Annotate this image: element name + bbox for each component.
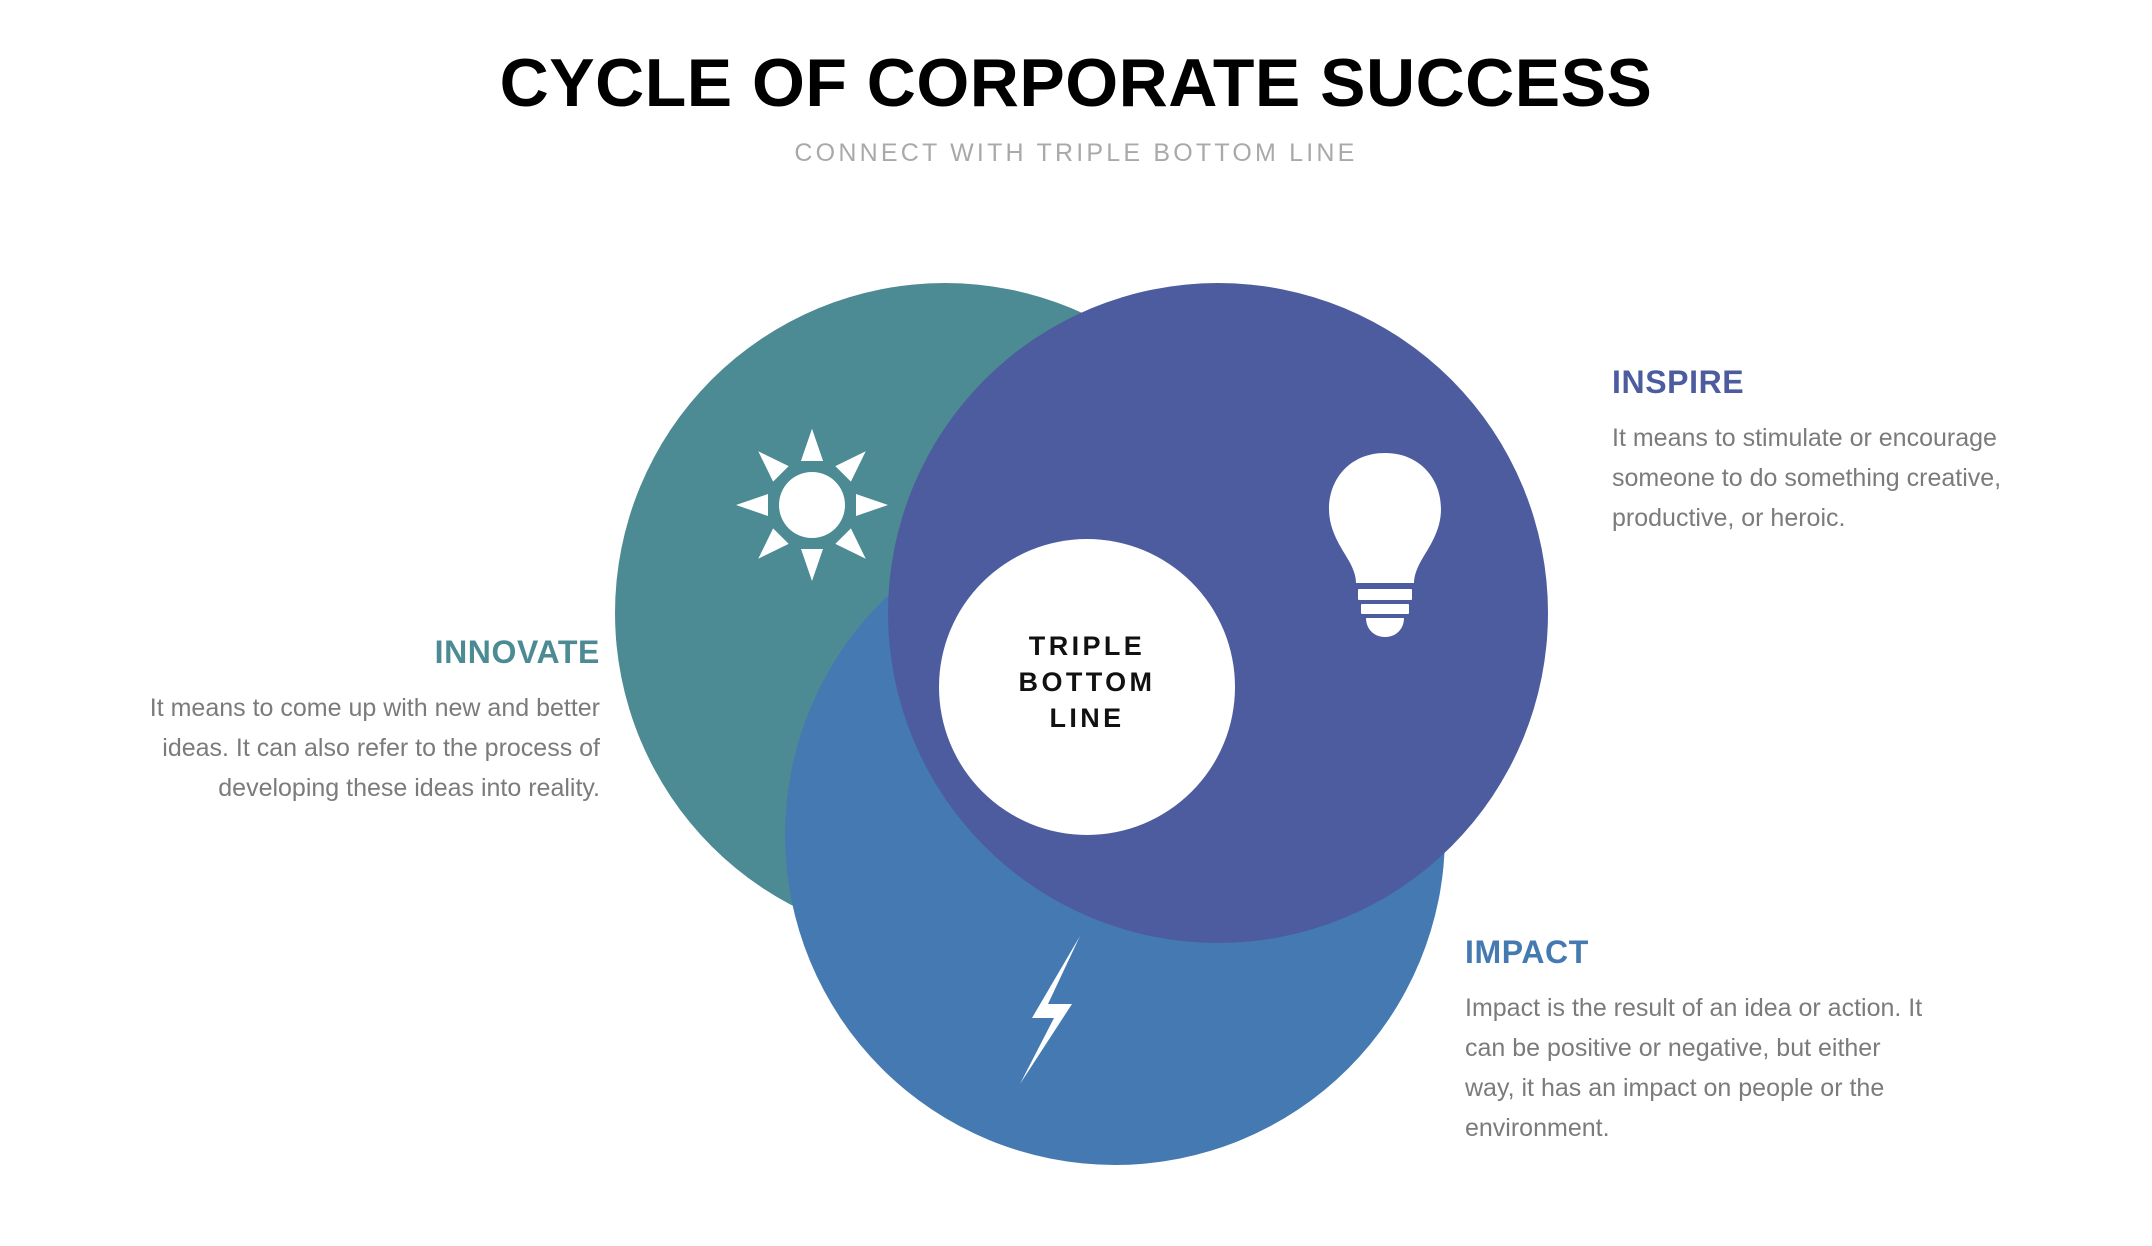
- header: CYCLE OF CORPORATE SUCCESS CONNECT WITH …: [0, 0, 2152, 168]
- info-heading-inspire: INSPIRE: [1612, 364, 1745, 400]
- info-heading-innovate: INNOVATE: [434, 634, 600, 670]
- page-subtitle: CONNECT WITH TRIPLE BOTTOM LINE: [794, 139, 1358, 168]
- info-body-inspire: It means to stimulate or encourage someo…: [1612, 424, 2002, 533]
- info-body-impact: Impact is the result of an idea or actio…: [1465, 994, 1923, 1143]
- info-body-innovate: It means to come up with new and better …: [149, 694, 600, 803]
- info-heading-impact: IMPACT: [1465, 934, 1589, 970]
- page-title: CYCLE OF CORPORATE SUCCESS: [499, 45, 1653, 121]
- lightbulb-icon: [1329, 453, 1441, 637]
- info-block-inspire: INSPIRE It means to stimulate or encoura…: [1612, 364, 2082, 538]
- info-block-innovate: INNOVATE It means to come up with new an…: [100, 634, 600, 808]
- center-circle: [939, 539, 1235, 835]
- sun-icon: [736, 429, 888, 581]
- lightning-bolt-icon: [1020, 936, 1080, 1084]
- info-block-impact: IMPACT Impact is the result of an idea o…: [1465, 934, 1935, 1148]
